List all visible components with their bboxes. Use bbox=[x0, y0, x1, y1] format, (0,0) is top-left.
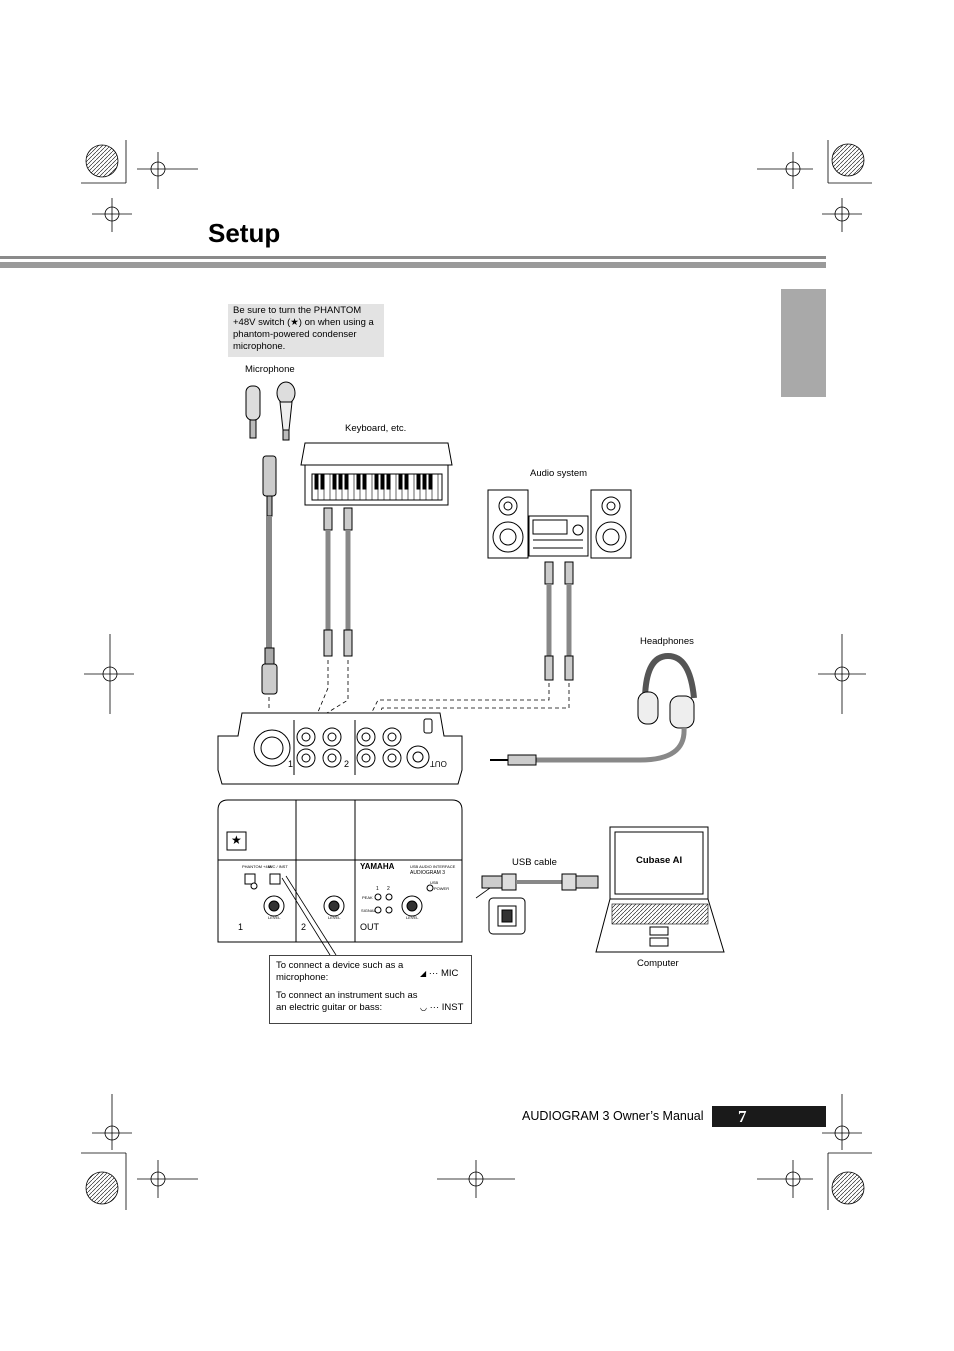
page-number: 7 bbox=[738, 1107, 747, 1126]
level1-label: LEVEL bbox=[268, 915, 281, 920]
star-icon: ★ bbox=[231, 833, 242, 847]
microphone-icons bbox=[245, 381, 296, 441]
front-out-label: OUT bbox=[360, 922, 379, 932]
registration-marks bbox=[81, 140, 872, 1210]
footer-manual-title: AUDIOGRAM 3 Owner’s Manual bbox=[522, 1109, 704, 1123]
mic-jack-icon: ◢ bbox=[420, 969, 427, 978]
cubase-screen-label: Cubase AI bbox=[636, 855, 683, 866]
power-led-label: POWER bbox=[434, 886, 450, 891]
rear-input1-label: 1 bbox=[288, 759, 294, 769]
front-channel1-label: 1 bbox=[238, 922, 244, 932]
inst-dots: ··· bbox=[429, 1002, 440, 1013]
usb-cable bbox=[475, 873, 599, 935]
page-number-bar bbox=[712, 1106, 826, 1127]
keyboard-icon bbox=[300, 442, 453, 506]
keyboard-label: Keyboard, etc. bbox=[345, 423, 407, 434]
signal-led-label: SIGNAL bbox=[361, 908, 376, 913]
rear-input2-label: 2 bbox=[344, 759, 350, 769]
microphone-label: Microphone bbox=[245, 364, 295, 375]
interface-type-label: USB AUDIO INTERFACE bbox=[410, 864, 456, 869]
mic-tag-row: ◢ ··· MIC bbox=[420, 968, 458, 980]
computer-icon bbox=[595, 826, 725, 953]
phantom-note: Be sure to turn the PHANTOM +48V switch … bbox=[228, 304, 384, 357]
audio-system-rca-cables bbox=[544, 561, 574, 681]
front-panel bbox=[217, 799, 463, 956]
inst-tag: INST bbox=[441, 1002, 464, 1013]
level-out-label: LEVEL bbox=[406, 915, 419, 920]
level2-label: LEVEL bbox=[328, 915, 341, 920]
front-channel2-label: 2 bbox=[301, 922, 307, 932]
mic-tag: MIC bbox=[440, 968, 459, 979]
inst-jack-icon: ◡ bbox=[420, 1003, 427, 1012]
xlr-cable bbox=[261, 455, 278, 695]
keyboard-rca-cables bbox=[323, 507, 353, 657]
audio-system-icon bbox=[487, 489, 632, 559]
side-tab bbox=[781, 289, 826, 397]
connection-info-box: To connect a device such as a microphone… bbox=[269, 955, 472, 1024]
computer-label: Computer bbox=[637, 958, 679, 969]
led-channel1-label: 1 bbox=[376, 886, 379, 892]
model-label: AUDIOGRAM 3 bbox=[410, 870, 446, 876]
usb-cable-label: USB cable bbox=[512, 857, 557, 868]
rear-panel bbox=[217, 712, 463, 785]
rear-out-label: OUT bbox=[430, 759, 447, 768]
mic-instruction: To connect a device such as a microphone… bbox=[276, 960, 404, 983]
yamaha-logo: YAMAHA bbox=[360, 862, 395, 871]
usb-led-label: USB bbox=[430, 880, 439, 885]
headphones-icon bbox=[490, 652, 697, 766]
peak-led-label: PEAK bbox=[362, 895, 373, 900]
mic-dots: ··· bbox=[428, 968, 439, 979]
led-channel2-label: 2 bbox=[387, 886, 390, 892]
inst-tag-row: ◡ ··· INST bbox=[420, 1002, 463, 1014]
header-rule-thin bbox=[0, 256, 826, 259]
phantom-switch-label: PHANTOM +48V bbox=[242, 864, 273, 869]
headphones-label: Headphones bbox=[640, 636, 694, 647]
header-rule-thick bbox=[0, 262, 826, 268]
page-title: Setup bbox=[208, 218, 281, 248]
inst-instruction: To connect an instrument such as an elec… bbox=[276, 990, 418, 1013]
mic-inst-switch-label: MIC / INST bbox=[268, 864, 288, 869]
audio-system-label: Audio system bbox=[530, 468, 588, 479]
